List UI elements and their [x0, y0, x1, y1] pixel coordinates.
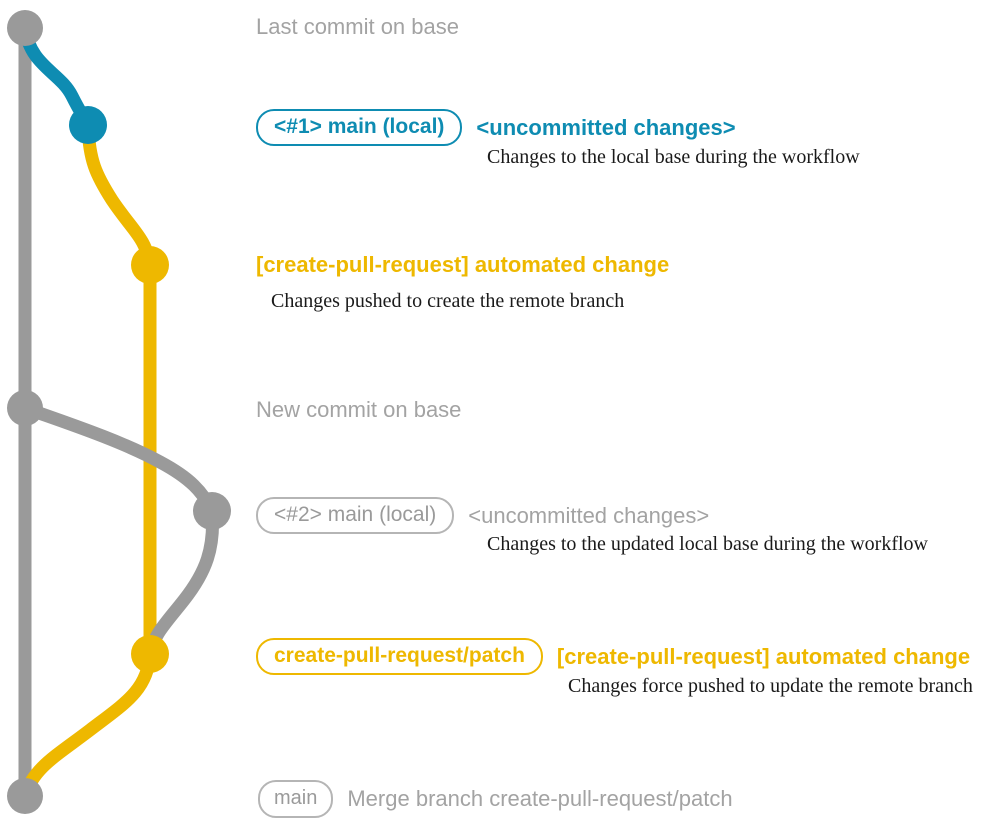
commit-node-local-2[interactable] [193, 492, 231, 530]
commit-detail-automated-1: Changes pushed to create the remote bran… [271, 290, 625, 312]
edge-local2-to-automated2 [143, 504, 220, 661]
commit-node-last-base[interactable] [7, 10, 43, 46]
commit-row-local-1: <#1> main (local) <uncommitted changes> [256, 109, 736, 146]
edge-automated2-to-merge [18, 647, 157, 803]
commit-node-merge[interactable] [7, 778, 43, 814]
commit-row-merge: main Merge branch create-pull-request/pa… [258, 780, 733, 818]
commit-subject-automated-2: [create-pull-request] automated change [556, 643, 971, 669]
edge-local1-to-automated1 [81, 118, 157, 272]
commit-row-local-2: <#2> main (local) <uncommitted changes> [256, 497, 709, 534]
ref-badge-main[interactable]: main [258, 780, 334, 818]
commit-node-new-base[interactable] [7, 390, 43, 426]
ref-badge-main-local-2[interactable]: <#2> main (local) [256, 497, 455, 534]
ref-badge-main-local-1[interactable]: <#1> main (local) [256, 109, 463, 146]
commit-subject-local-1: <uncommitted changes> [476, 114, 736, 140]
commit-label-last-base: Last commit on base [256, 14, 459, 39]
commit-row-automated-2: create-pull-request/patch [create-pull-r… [256, 638, 970, 675]
commit-subject-local-2: <uncommitted changes> [468, 502, 710, 528]
edge-newbase-to-local2 [18, 401, 219, 518]
commit-node-local-1[interactable] [69, 106, 107, 144]
commit-node-automated-2[interactable] [131, 635, 169, 673]
commit-subject-automated-1: [create-pull-request] automated change [256, 252, 670, 277]
ref-badge-create-pull-request-patch[interactable]: create-pull-request/patch [256, 638, 543, 675]
commit-row-automated-1: [create-pull-request] automated change [256, 254, 669, 276]
commit-detail-automated-2: Changes force pushed to update the remot… [568, 675, 973, 697]
commit-subject-merge: Merge branch create-pull-request/patch [347, 786, 733, 811]
commit-detail-local-2: Changes to the updated local base during… [487, 533, 928, 555]
commit-node-automated-1[interactable] [131, 246, 169, 284]
commit-detail-local-1: Changes to the local base during the wor… [487, 146, 860, 168]
commit-label-new-base: New commit on base [256, 397, 462, 422]
